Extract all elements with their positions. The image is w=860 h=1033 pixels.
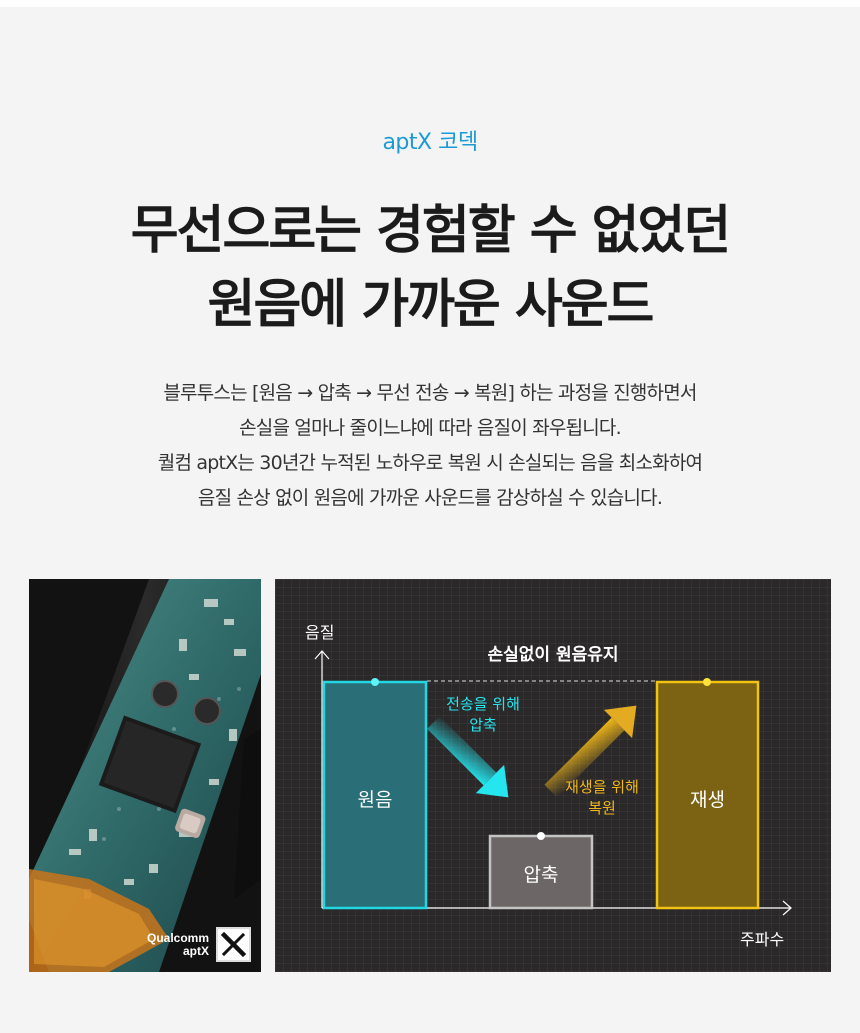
- bar-playback-label: 재생: [690, 789, 725, 811]
- y-axis: [314, 650, 330, 908]
- aptx-x-icon: [216, 927, 251, 962]
- restore-annotation-line: 복원: [588, 799, 616, 817]
- description-line: 음질 손상 없이 원음에 가까운 사운드를 감상하실 수 있습니다.: [197, 487, 663, 509]
- description-line: 블루투스는 [원음 → 압축 → 무선 전송 → 복원] 하는 과정을 진행하면…: [163, 382, 697, 404]
- circuit-board-photo: Qualcomm aptX: [29, 579, 261, 972]
- x-axis-label: 주파수: [740, 930, 785, 949]
- bar-playback: [655, 680, 760, 910]
- lossless-label: 손실없이 원음유지: [487, 645, 619, 665]
- aptx-quality-diagram: 음질 주파수 손실없이 원음유지 원음 압축 재생 전송을 위해 압축 재생을 …: [275, 579, 831, 972]
- y-axis-label: 음질: [305, 623, 335, 642]
- circuit-board-illustration: [29, 579, 261, 972]
- restore-annotation: 재생을 위해 복원: [552, 777, 652, 819]
- restore-arrow: [544, 705, 637, 798]
- bar-compressed-label: 압축: [523, 864, 559, 886]
- top-strip: [0, 0, 860, 7]
- bar-original-label: 원음: [357, 789, 393, 811]
- bar-original: [322, 680, 428, 910]
- compress-arrow: [427, 716, 509, 798]
- section-eyebrow: aptX 코덱: [382, 130, 478, 155]
- description-line: 퀄컴 aptX는 30년간 누적된 노하우로 복원 시 손실되는 음을 최소화하…: [157, 452, 703, 474]
- brand-line-2: aptX: [182, 944, 209, 958]
- compress-annotation-line: 전송을 위해: [446, 695, 520, 713]
- restore-annotation-line: 재생을 위해: [565, 778, 639, 796]
- diagram-graphics: [314, 650, 792, 916]
- headline-line-2: 원음에 가까운 사운드: [207, 275, 655, 335]
- compress-annotation-line: 압축: [469, 716, 497, 734]
- brand-line-1: Qualcomm: [146, 931, 209, 945]
- qualcomm-aptx-logo: Qualcomm aptX: [147, 932, 209, 958]
- compress-annotation: 전송을 위해 압축: [433, 694, 533, 736]
- headline-line-1: 무선으로는 경험할 수 없었던: [130, 201, 731, 261]
- description-line: 손실을 얼마나 줄이느냐에 따라 음질이 좌우됩니다.: [239, 417, 622, 439]
